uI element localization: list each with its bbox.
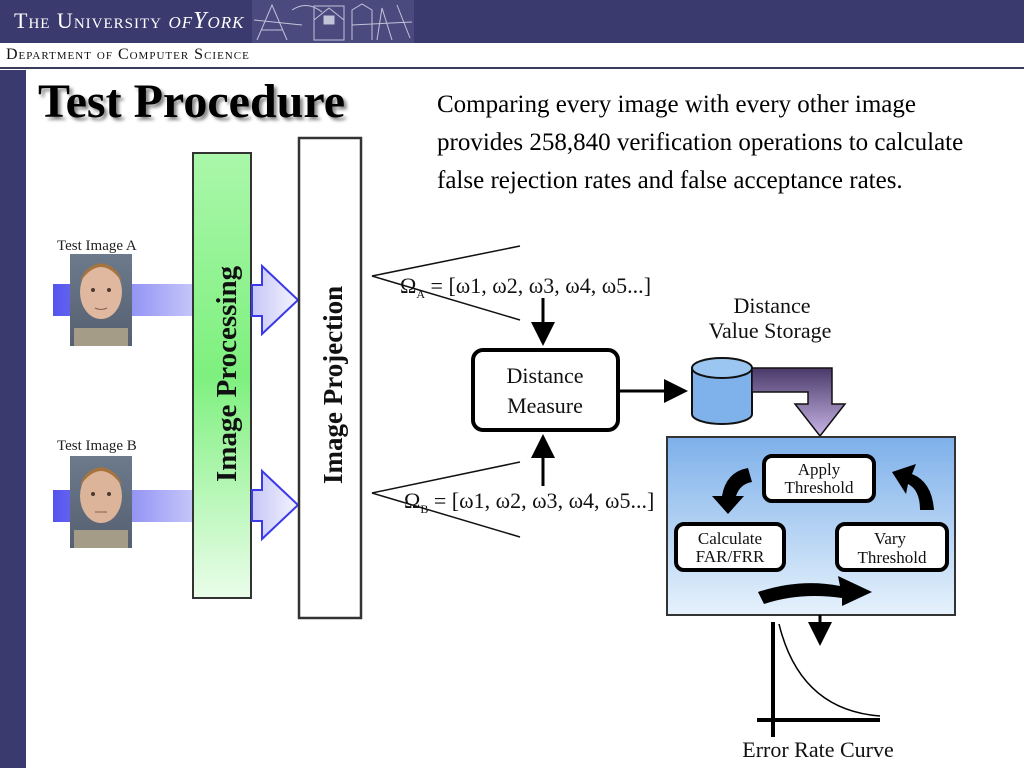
university-logo: The University ofYork [14, 8, 245, 34]
apply-threshold-line1: Apply [798, 460, 841, 479]
projection-wedge-a [371, 245, 521, 321]
arrow-b-to-projection [251, 468, 300, 542]
loop-arrow-vary-to-apply [892, 464, 934, 510]
svg-text:ΩB = [ω1, ω2, ω3, ω4, ω5...]: ΩB = [ω1, ω2, ω3, ω4, ω5...] [404, 488, 654, 516]
vary-threshold-line1: Vary [874, 529, 907, 548]
apply-threshold-line2: Threshold [785, 478, 854, 497]
image-processing-block [192, 152, 252, 599]
face-image-a [70, 254, 132, 346]
distance-measure-line1: Distance [507, 363, 584, 388]
sidebar-bar [0, 70, 26, 768]
slide-description: Comparing every image with every other i… [437, 91, 964, 194]
vary-threshold-box [835, 522, 949, 572]
department-banner: Department of Computer Science [0, 43, 1024, 69]
test-image-a-label: Test Image A [57, 238, 137, 254]
loop-arrow-calculate-to-vary [758, 576, 872, 606]
storage-label-line1: Distance [734, 293, 811, 318]
image-processing-label: Image Processing [211, 265, 243, 482]
calculate-line2: FAR/FRR [696, 547, 765, 566]
image-projection-block [297, 136, 363, 620]
department-name: Department of Computer Science [6, 46, 250, 63]
face-image-b [70, 456, 132, 548]
distance-measure-line2: Measure [507, 393, 583, 418]
storage-label-line2: Value Storage [709, 318, 832, 343]
omega-b-vector: ΩB = [ω1, ω2, ω3, ω4, ω5...] [404, 488, 654, 516]
apply-threshold-box [762, 454, 876, 503]
image-projection-label: Image Projection [318, 286, 348, 484]
header-band: The University ofYork [0, 0, 1024, 43]
error-rate-curve-graph [757, 622, 881, 737]
arrow-a-to-projection [251, 263, 300, 337]
svg-text:ΩA = [ω1, ω2, ω3, ω4, ω5...]: ΩA = [ω1, ω2, ω3, ω4, ω5...] [400, 273, 651, 301]
page-title: Test Procedure [38, 75, 346, 128]
arrow-storage-to-loop [751, 367, 847, 438]
crest-illustration [252, 0, 414, 43]
loop-arrow-apply-to-calculate [712, 468, 752, 514]
storage-cylinder-icon [691, 357, 753, 425]
error-rate-curve-label: Error Rate Curve [742, 737, 894, 762]
vary-threshold-line2: Threshold [858, 548, 927, 567]
calculate-far-frr-box [674, 522, 786, 572]
calculate-line1: Calculate [698, 529, 762, 548]
omega-a-vector: ΩA = [ω1, ω2, ω3, ω4, ω5...] [400, 273, 651, 301]
test-image-b-label: Test Image B [57, 438, 137, 454]
distance-measure-box [471, 348, 620, 432]
projection-wedge-b [371, 461, 521, 538]
